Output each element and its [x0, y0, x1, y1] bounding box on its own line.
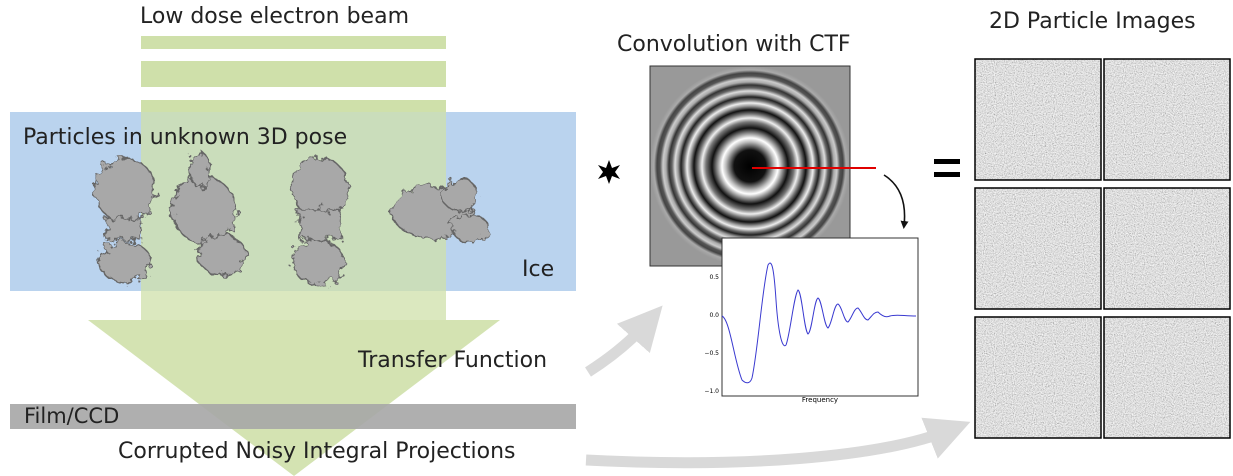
equals-bar [934, 159, 960, 164]
ctf-plot: 0.5 0.0 −0.5 −1.0 Frequency [704, 237, 919, 404]
particle-4 [391, 178, 489, 243]
particle-image-grid [974, 58, 1231, 439]
particle-images-title: 2D Particle Images [989, 9, 1196, 34]
ctf-title: Convolution with CTF [617, 32, 851, 57]
particle-3 [291, 157, 349, 285]
ctf-curve [721, 262, 917, 384]
beam-arrow [88, 320, 500, 476]
projection-arrow [585, 417, 971, 469]
transfer-arrow [585, 305, 663, 377]
convolution-symbol-icon [598, 160, 620, 184]
ctf-ytick: −0.5 [704, 350, 719, 357]
transfer-function-label: Transfer Function [358, 348, 548, 373]
ctf-ytick: 0.5 [709, 274, 719, 281]
film-ccd-bar [10, 404, 576, 429]
ctf-image [649, 65, 876, 267]
ctf-ytick: −1.0 [704, 388, 719, 395]
particle-1 [94, 157, 156, 283]
beam-label: Low dose electron beam [140, 4, 410, 29]
ctf-ytick: 0.0 [709, 312, 719, 319]
beam-bar [141, 36, 446, 49]
beam-bar [141, 100, 446, 112]
ctf-xlabel: Frequency [802, 396, 838, 404]
ctf-to-plot-arrow [883, 174, 909, 229]
beam-bar [141, 61, 446, 87]
equals-bar [934, 172, 960, 177]
particle-2 [170, 151, 247, 276]
particles-label: Particles in unknown 3D pose [23, 125, 348, 150]
film-ccd-label: Film/CCD [24, 404, 120, 428]
projections-label: Corrupted Noisy Integral Projections [118, 439, 516, 464]
ice-label: Ice [522, 257, 555, 282]
